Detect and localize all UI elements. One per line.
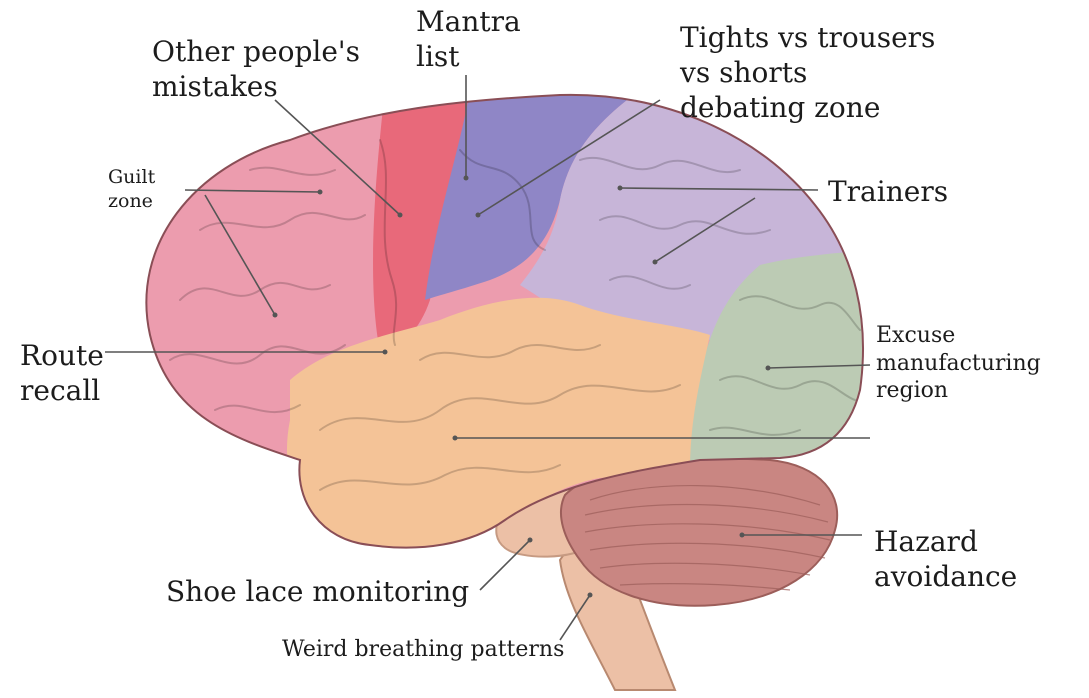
label-excuse-line3: region [876, 377, 1041, 405]
label-route-recall: Route recall [20, 338, 104, 408]
label-other-peoples-mistakes-line1: Other people's [152, 34, 360, 69]
label-other-peoples-mistakes: Other people's mistakes [152, 34, 360, 104]
label-shoe-lace-monitoring: Shoe lace monitoring [166, 574, 469, 609]
label-mantra-list-line1: Mantra [416, 4, 521, 39]
label-tights-line2: vs shorts [680, 55, 935, 90]
label-mantra-list-line2: list [416, 39, 521, 74]
label-route-recall-line1: Route [20, 338, 104, 373]
label-guilt-zone-line2: zone [108, 190, 155, 214]
label-hazard-line2: avoidance [874, 559, 1017, 594]
label-guilt-zone-line1: Guilt [108, 166, 155, 190]
label-shoe-lace-text: Shoe lace monitoring [166, 574, 469, 609]
label-hazard-line1: Hazard [874, 524, 1017, 559]
label-tights-line1: Tights vs trousers [680, 20, 935, 55]
label-tights-line3: debating zone [680, 90, 935, 125]
label-tights-vs-trousers: Tights vs trousers vs shorts debating zo… [680, 20, 935, 125]
label-guilt-zone: Guilt zone [108, 166, 155, 214]
label-weird-breathing-text: Weird breathing patterns [282, 636, 564, 664]
label-excuse-manufacturing-region: Excuse manufacturing region [876, 322, 1041, 405]
label-trainers-text: Trainers [828, 174, 948, 209]
label-hazard-avoidance: Hazard avoidance [874, 524, 1017, 594]
label-mantra-list: Mantra list [416, 4, 521, 74]
label-other-peoples-mistakes-line2: mistakes [152, 69, 360, 104]
label-excuse-line1: Excuse [876, 322, 1041, 350]
label-weird-breathing-patterns: Weird breathing patterns [282, 636, 564, 664]
label-excuse-line2: manufacturing [876, 350, 1041, 378]
label-route-recall-line2: recall [20, 373, 104, 408]
label-trainers: Trainers [828, 174, 948, 209]
